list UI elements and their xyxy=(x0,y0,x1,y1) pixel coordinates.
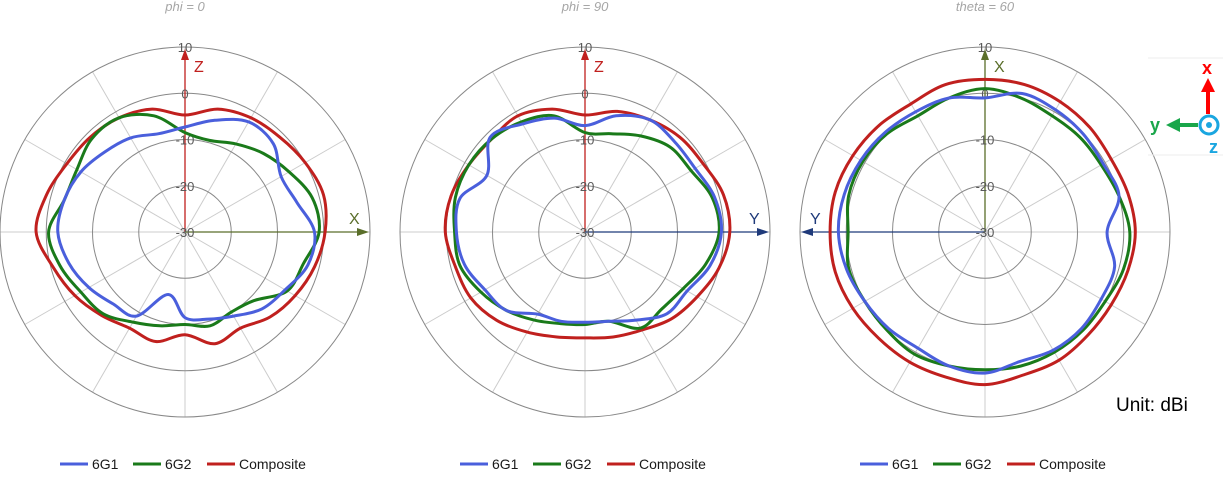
series-line-composite xyxy=(34,107,328,346)
radial-tick-label: -30 xyxy=(976,225,995,240)
legend-label: 6G2 xyxy=(965,456,992,472)
polar-plot-2: phi = 90 Z Y 10 0 -10 -20 -30 6G1 6G2 Composite xyxy=(399,0,771,472)
axis-up-label: Z xyxy=(194,59,204,76)
legend-label: 6G1 xyxy=(892,456,919,472)
axis-right-arrowhead xyxy=(757,228,769,236)
series-line-6g1 xyxy=(836,91,1121,375)
axis-right-label: X xyxy=(349,211,360,228)
series-line-6g2 xyxy=(47,112,321,328)
radial-tick-label: -20 xyxy=(576,179,595,194)
inset-z-label: z xyxy=(1209,137,1218,157)
axis-up-arrowhead xyxy=(581,49,589,60)
radial-tick-label: 0 xyxy=(981,86,988,101)
radial-tick-label: 10 xyxy=(978,40,992,55)
y-arrowhead-icon xyxy=(1166,118,1180,132)
orientation-inset: x y z xyxy=(1148,57,1223,157)
axis-left-arrowhead xyxy=(801,228,813,236)
polar-plot-1: phi = 0 Z X 10 0 -10 -20 -30 6G1 6G2 Composite xyxy=(0,0,371,472)
legend-label: 6G2 xyxy=(565,456,592,472)
legend-label: Composite xyxy=(1039,456,1106,472)
inset-x-label: x xyxy=(1202,58,1212,78)
radial-tick-label: -10 xyxy=(576,133,595,148)
axis-up-arrowhead xyxy=(181,49,189,60)
radial-tick-label: -30 xyxy=(576,225,595,240)
axis-right-label: Y xyxy=(749,211,760,228)
axis-up-label: X xyxy=(994,59,1005,76)
radial-tick-label: -10 xyxy=(976,133,995,148)
series-line-6g2 xyxy=(452,113,721,330)
x-arrowhead-icon xyxy=(1201,78,1215,92)
series-line-6g1 xyxy=(56,117,317,322)
radial-tick-label: -10 xyxy=(176,133,195,148)
legend-label: 6G2 xyxy=(165,456,192,472)
series-line-6g2 xyxy=(845,87,1132,372)
radial-tick-label: 0 xyxy=(181,86,188,101)
unit-label: Unit: dBi xyxy=(1116,395,1188,416)
series-line-6g1 xyxy=(454,113,724,324)
z-out-of-page-icon xyxy=(1198,114,1220,136)
radial-gridline xyxy=(399,46,771,418)
radial-tick-label: -20 xyxy=(176,179,195,194)
plot-title: theta = 60 xyxy=(956,0,1015,14)
legend-label: Composite xyxy=(639,456,706,472)
axis-right-arrowhead xyxy=(357,228,369,236)
axis-left-label: Y xyxy=(810,211,821,228)
axis-up-label: Z xyxy=(594,59,604,76)
inset-y-label: y xyxy=(1150,115,1160,135)
series-line-composite xyxy=(828,77,1137,387)
radial-tick-label: -30 xyxy=(176,225,195,240)
radial-tick-label: 0 xyxy=(581,86,588,101)
polar-plot-3: theta = 60 X Y 10 0 -10 -20 -30 6G1 6G2 Composite xyxy=(799,0,1171,472)
radial-tick-label: -20 xyxy=(976,179,995,194)
radial-gridline xyxy=(0,46,371,418)
plot-title: phi = 0 xyxy=(164,0,205,14)
legend-label: 6G1 xyxy=(492,456,519,472)
radial-tick-label: 10 xyxy=(178,40,192,55)
legend-label: Composite xyxy=(239,456,306,472)
radial-tick-label: 10 xyxy=(578,40,592,55)
axis-up-arrowhead xyxy=(981,49,989,60)
plot-title: phi = 90 xyxy=(561,0,609,14)
radial-gridline xyxy=(799,46,1171,418)
legend-label: 6G1 xyxy=(92,456,119,472)
